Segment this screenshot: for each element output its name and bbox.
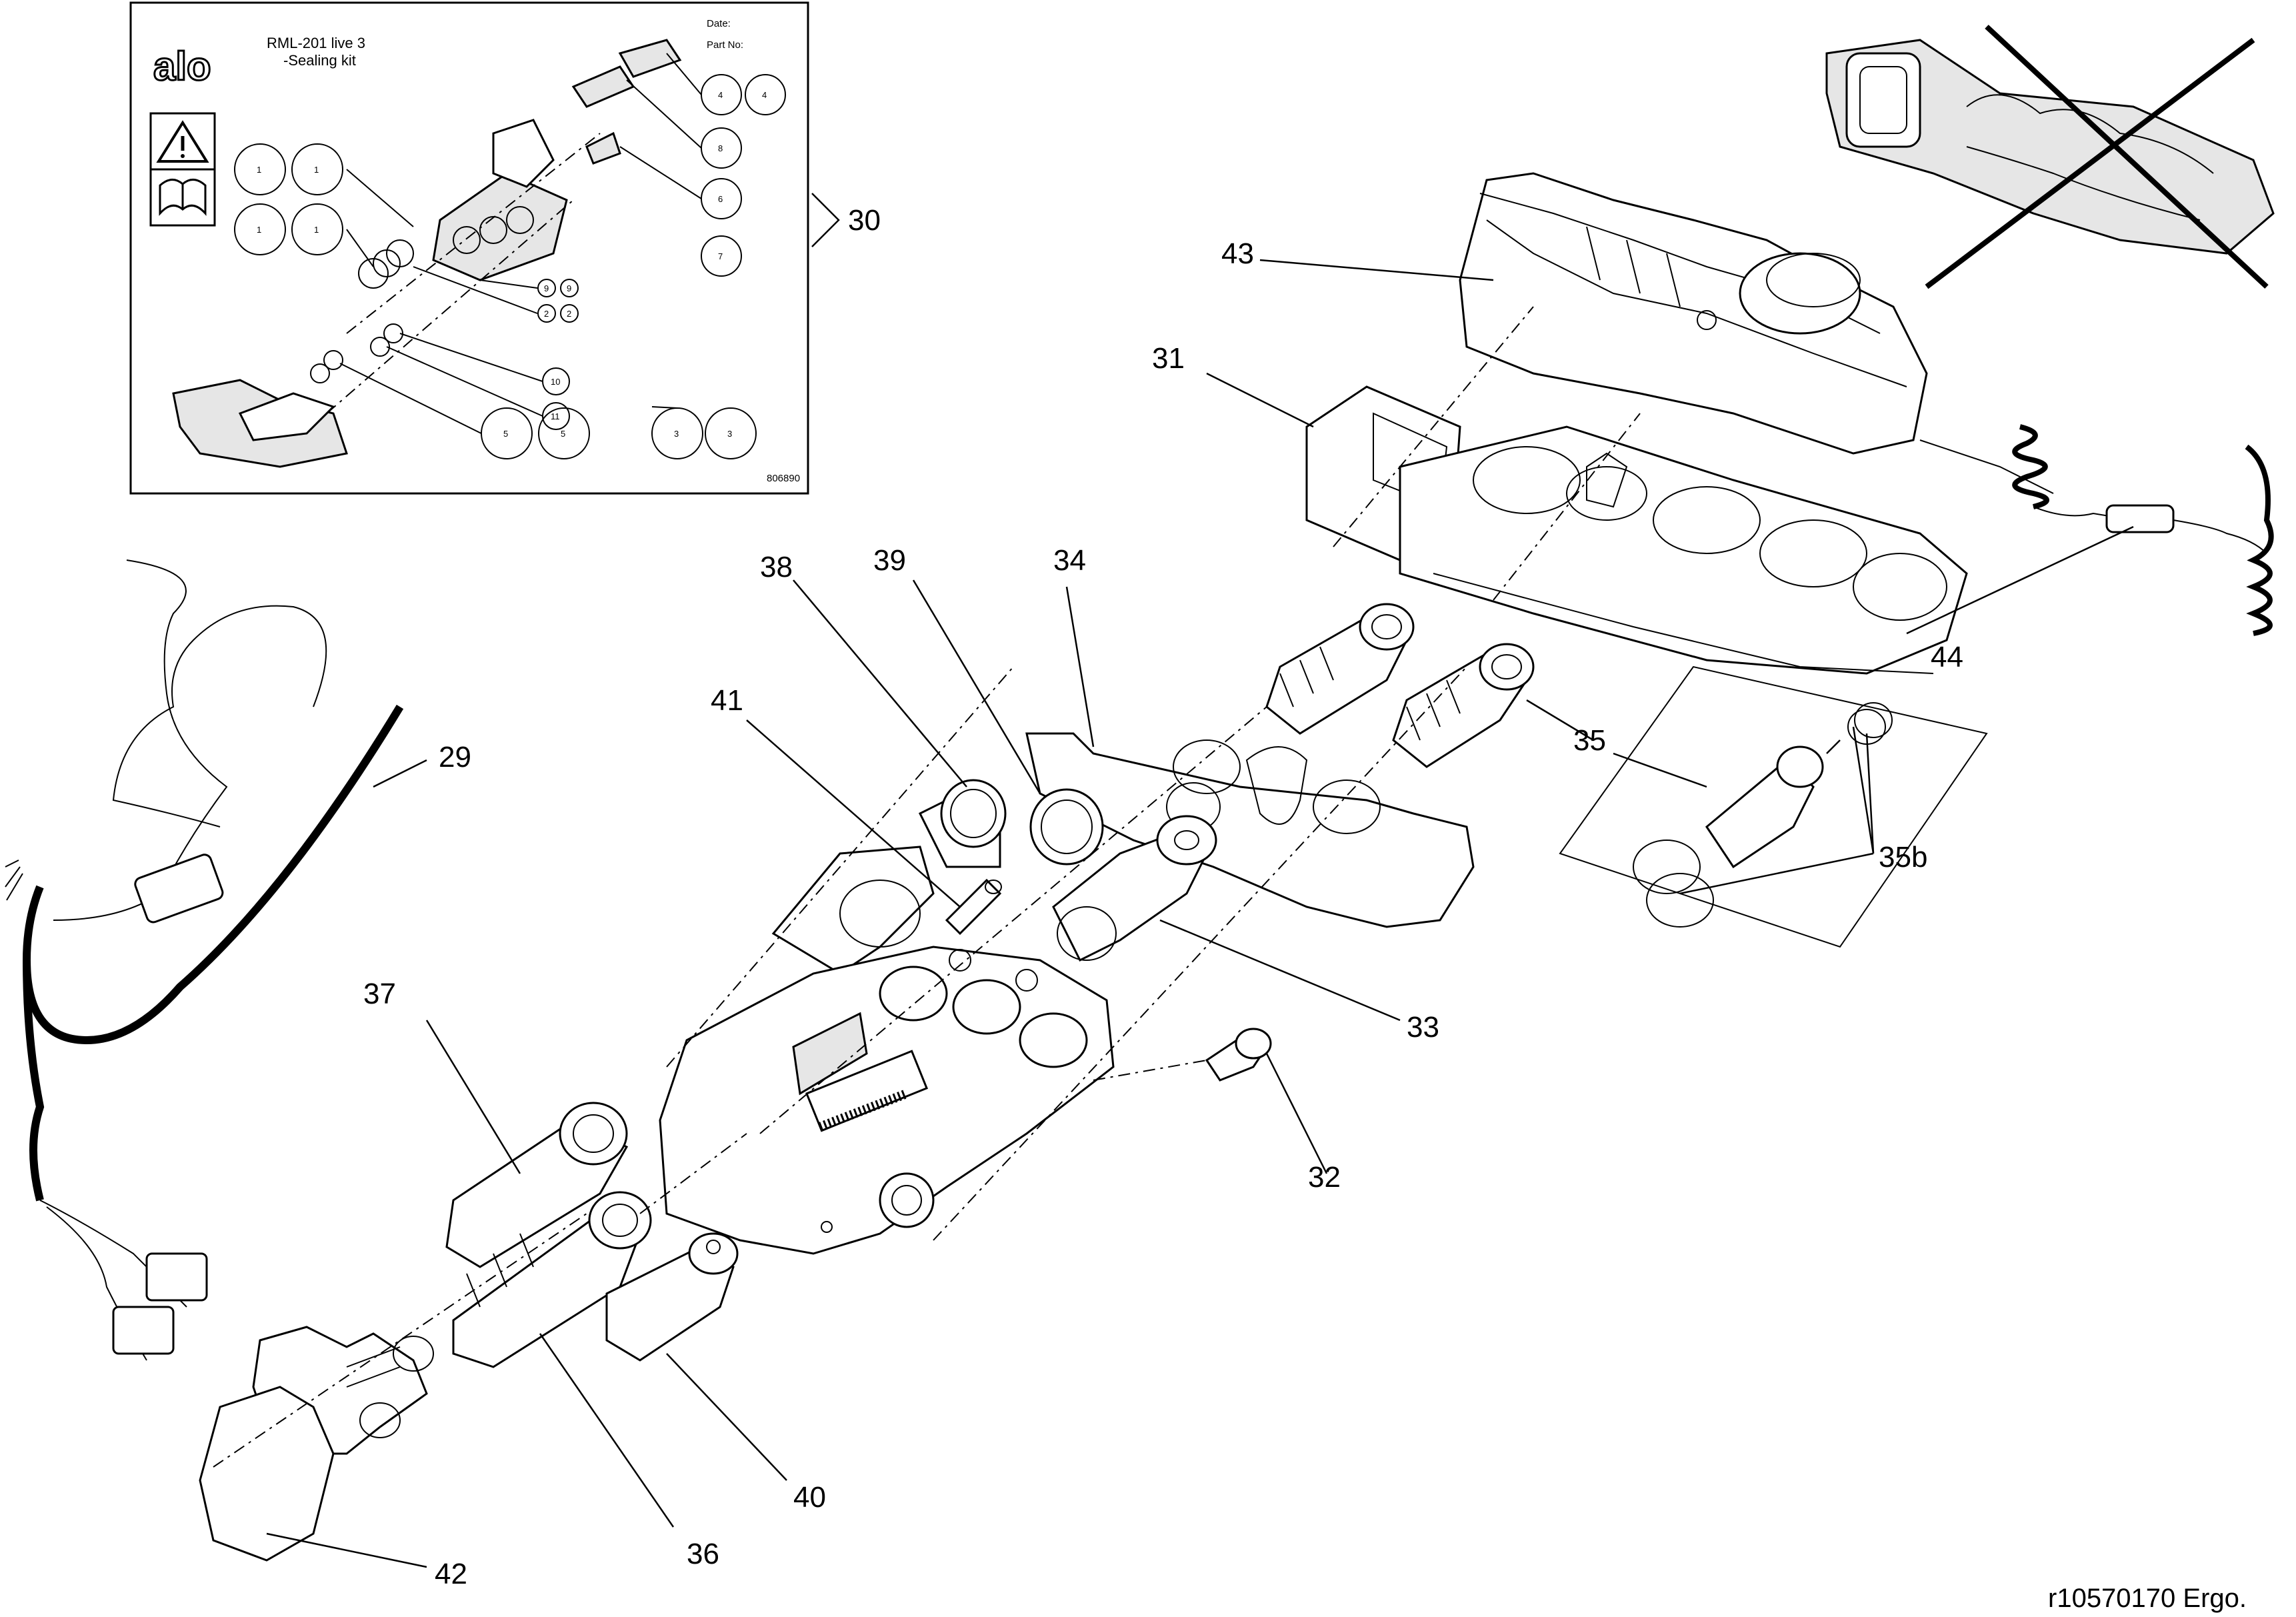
inset-leaders [339,53,702,434]
inset-bubble: 9 [544,283,549,293]
cable-harness-29 [5,559,404,1361]
inset-code: 806890 [767,473,800,484]
inset-title-line1: RML-201 live 3 [267,35,365,51]
callout-35: 35 [1573,724,1606,757]
inset-date-label: Date: [707,18,731,29]
drawing-reference: r10570170 Ergo. [2048,1584,2247,1613]
bracket-30 [811,193,840,247]
inset-bubble: 8 [718,143,723,153]
inset-bubble: 1 [257,165,261,175]
inset-bubble: 2 [544,309,549,319]
inset-bubble: 2 [567,309,571,319]
inset-bubble: 11 [551,411,560,421]
callout-41: 41 [711,684,743,717]
crossed-out-cover [1825,25,2275,289]
inset-bubble: 5 [561,429,565,439]
cover-part-43 [1459,172,1928,455]
inset-bubble: 3 [727,429,732,439]
inset-bubble: 9 [567,283,571,293]
callout-31: 31 [1152,342,1185,375]
coupling-part-40 [605,1232,739,1362]
callout-29: 29 [439,741,471,773]
frame-part-31 [1305,385,1968,675]
coupling-part-37 [445,1102,629,1268]
coupling-parts-35 [1265,603,1535,768]
alo-logo: alo [153,43,213,90]
inset-bubble: 4 [762,90,767,100]
inset-mini-drawing [172,39,682,468]
valve-body-main [659,846,1115,1255]
coupling-part-36 [452,1191,652,1368]
inset-bubble: 6 [718,194,723,204]
callout-34: 34 [1053,544,1086,577]
callout-30: 30 [848,204,881,237]
callout-37: 37 [363,978,396,1010]
callout-numbers: 29 30 31 32 33 34 35 35b 36 37 38 39 40 … [363,204,1963,1590]
sleeve-part-33 [1052,815,1217,962]
callout-40: 40 [793,1481,826,1514]
seal-kit-35b-panel [1559,665,1988,948]
manual-book-icon [149,168,216,227]
screw-part-32 [1205,1028,1272,1082]
inset-bubble: 3 [674,429,679,439]
svg-text:alo: alo [153,44,211,89]
inset-bubble: 1 [314,225,319,235]
callout-leaders [266,259,2134,1568]
inset-bubble: 1 [257,225,261,235]
callout-39: 39 [873,544,906,577]
callout-44: 44 [1931,641,1963,673]
callout-43: 43 [1221,237,1254,270]
inset-bubble: 7 [718,251,723,261]
inset-title-line2: -Sealing kit [283,52,356,69]
pin-part-41 [945,878,1002,936]
inset-bubble: 5 [503,429,508,439]
inset-bubble: 4 [718,90,723,100]
coil-wire-part-44 [1919,424,2274,636]
warning-icon [149,112,216,171]
inset-bubble: 1 [314,165,319,175]
callout-33: 33 [1407,1011,1439,1044]
inset-partno-label: Part No: [707,39,743,51]
sealing-kit-inset: alo RML-201 live 3 -Sealing kit Date: Pa… [129,1,809,495]
callout-32: 32 [1308,1161,1341,1194]
seal-ring-38 [918,779,1007,868]
callout-35b: 35b [1879,841,1927,874]
solenoid-part-42 [199,1326,434,1562]
seal-ring-39 [1029,788,1104,866]
callout-36: 36 [687,1538,719,1570]
callout-38: 38 [760,551,793,583]
callout-42: 42 [435,1558,467,1590]
inset-bubble: 10 [551,377,560,387]
assembly-axis-lines [213,306,1641,1468]
